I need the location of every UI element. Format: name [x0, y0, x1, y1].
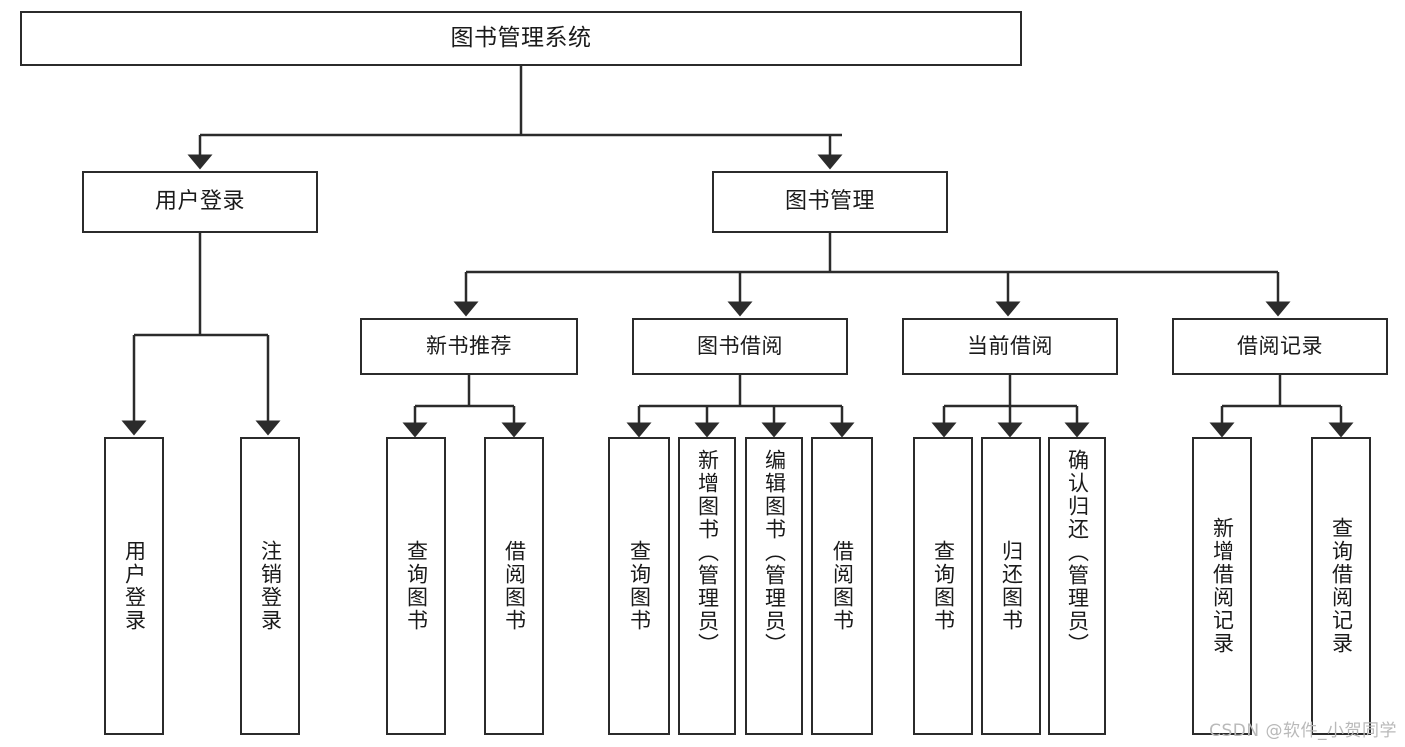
node-label: 编辑图书（管理员）	[762, 449, 787, 656]
leaf-borrow-borrow-book[interactable]: 借阅图书	[811, 437, 873, 735]
node-label: 新增借阅记录	[1210, 517, 1235, 655]
node-current-borrow[interactable]: 当前借阅	[902, 318, 1118, 375]
node-book-borrow[interactable]: 图书借阅	[632, 318, 848, 375]
node-label: 当前借阅	[967, 334, 1053, 359]
leaf-user-login-logout[interactable]: 注销登录	[240, 437, 300, 735]
node-label: 借阅图书	[830, 540, 855, 632]
leaf-borrow-edit-book-admin[interactable]: 编辑图书（管理员）	[745, 437, 803, 735]
watermark-text: CSDN @软件_小贺同学	[1209, 721, 1397, 741]
leaf-record-query-record[interactable]: 查询借阅记录	[1311, 437, 1371, 735]
node-label: 借阅记录	[1237, 334, 1323, 359]
leaf-record-add-record[interactable]: 新增借阅记录	[1192, 437, 1252, 735]
node-label: 查询借阅记录	[1329, 517, 1354, 655]
node-book-management[interactable]: 图书管理	[712, 171, 948, 233]
node-label: 注销登录	[258, 540, 283, 632]
node-label: 确认归还（管理员）	[1065, 449, 1090, 656]
node-label: 图书管理系统	[450, 25, 592, 52]
leaf-recommend-query-book[interactable]: 查询图书	[386, 437, 446, 735]
node-borrow-record[interactable]: 借阅记录	[1172, 318, 1388, 375]
leaf-user-login-login[interactable]: 用户登录	[104, 437, 164, 735]
node-label: 借阅图书	[502, 540, 527, 632]
node-label: 查询图书	[931, 540, 956, 632]
node-label: 图书借阅	[697, 334, 783, 359]
leaf-borrow-query-book[interactable]: 查询图书	[608, 437, 670, 735]
leaf-current-query-book[interactable]: 查询图书	[913, 437, 973, 735]
leaf-current-return-book[interactable]: 归还图书	[981, 437, 1041, 735]
node-root-system[interactable]: 图书管理系统	[20, 11, 1022, 66]
node-label: 图书管理	[784, 189, 875, 215]
leaf-recommend-borrow-book[interactable]: 借阅图书	[484, 437, 544, 735]
leaf-borrow-add-book-admin[interactable]: 新增图书（管理员）	[678, 437, 736, 735]
node-label: 新增图书（管理员）	[695, 449, 720, 656]
node-label: 查询图书	[627, 540, 652, 632]
node-label: 新书推荐	[426, 334, 512, 359]
leaf-current-confirm-return-admin[interactable]: 确认归还（管理员）	[1048, 437, 1106, 735]
node-new-book-recommend[interactable]: 新书推荐	[360, 318, 578, 375]
node-label: 查询图书	[404, 540, 429, 632]
node-label: 用户登录	[154, 189, 245, 215]
node-label: 归还图书	[999, 540, 1024, 632]
node-user-login[interactable]: 用户登录	[82, 171, 318, 233]
node-label: 用户登录	[122, 540, 147, 632]
